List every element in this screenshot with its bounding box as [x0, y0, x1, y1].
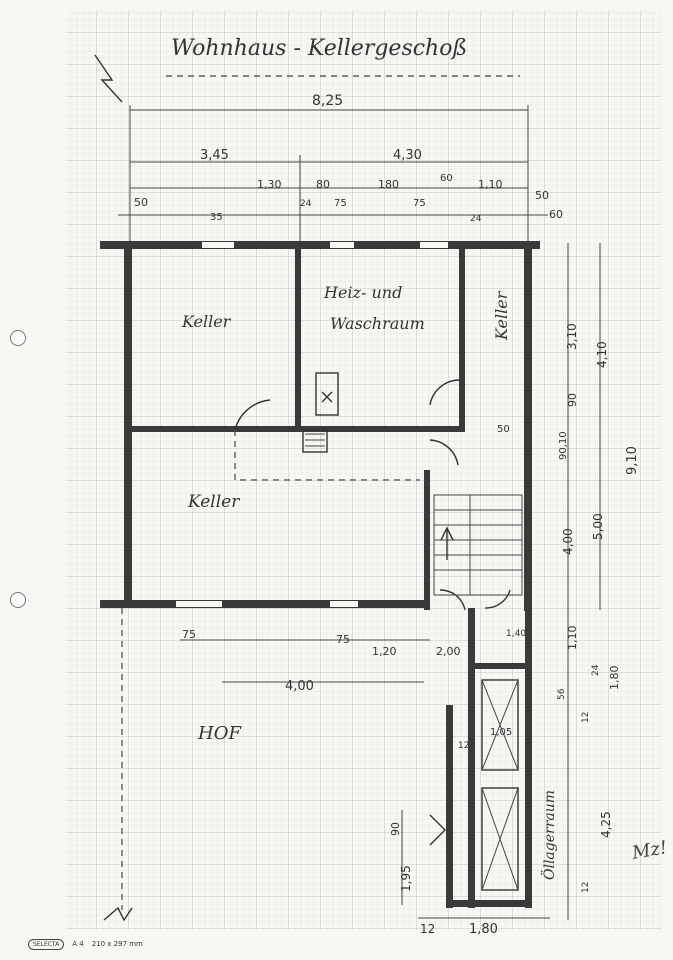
plan-title: Wohnhaus - Kellergeschoß — [171, 36, 467, 61]
dimension-24-a: 24 — [300, 199, 312, 209]
dimension-12-bottom: 12 — [420, 922, 435, 936]
area-hof: HOF — [197, 723, 242, 744]
dimension-410: 4,10 — [595, 341, 609, 368]
dimension-180-v: 1,80 — [608, 666, 621, 691]
window-1 — [202, 242, 234, 248]
dimension-35: 35 — [210, 212, 223, 223]
door-arc-5 — [484, 589, 511, 609]
dimension-75-mid: 75 — [413, 198, 426, 209]
oil-tank-2 — [481, 787, 519, 891]
dimension-75-bm: 75 — [336, 633, 350, 646]
annex-wall-left — [468, 608, 475, 908]
dimension-80: 80 — [316, 178, 330, 191]
annex-wall-outer — [446, 705, 453, 908]
dimension-110-v: 1,10 — [566, 626, 579, 651]
dimension-400-v: 4,00 — [561, 528, 575, 555]
dimension-12-a: 12 — [458, 741, 469, 751]
room-keller-top: Keller — [181, 312, 232, 331]
wall-middle — [128, 426, 465, 432]
dimension-425: 4,25 — [599, 811, 613, 838]
dimension-56: 56 — [557, 688, 567, 700]
room-heiz-line2: Waschraum — [330, 314, 425, 333]
paper-brand: SELECTA — [28, 938, 65, 950]
paper-footer: SELECTA A 4 210 x 297 mm — [28, 934, 143, 954]
dimension-50-right: 50 — [535, 189, 549, 202]
signature-mark-icon — [103, 906, 133, 922]
oil-tank-1 — [481, 679, 519, 771]
wall-top — [100, 241, 540, 249]
punch-hole-upper — [10, 330, 26, 346]
dimension-total: 8,25 — [312, 93, 343, 109]
dimension-24-b: 24 — [470, 214, 482, 224]
chimney-icon — [302, 429, 328, 453]
window-5 — [330, 601, 358, 607]
dimension-90-10: 90,10 — [558, 431, 569, 460]
dimension-110: 1,10 — [478, 178, 503, 191]
wall-right — [524, 241, 532, 611]
window-3 — [420, 242, 448, 248]
dimension-140: 1,40 — [506, 629, 526, 639]
wall-left — [124, 241, 132, 607]
door-arc-4 — [439, 589, 466, 611]
dimension-50-left: 50 — [134, 196, 148, 209]
wall-inner-1 — [295, 244, 301, 430]
annex-wall-right — [525, 608, 532, 908]
wall-inner-2 — [459, 244, 465, 430]
dimension-180-bottom: 1,80 — [469, 922, 498, 937]
dimension-120: 1,20 — [372, 645, 397, 658]
dimension-90-a: 90 — [566, 393, 579, 407]
room-keller-right: Keller — [492, 290, 511, 341]
dimension-200: 2,00 — [436, 645, 461, 658]
stair-arrow-icon — [440, 526, 454, 560]
dimension-130: 1,30 — [257, 178, 282, 191]
dimension-12-v: 12 — [581, 712, 591, 723]
door-arc-3 — [429, 439, 459, 466]
north-arrow-icon — [94, 54, 123, 103]
annex-wall-mid — [468, 663, 532, 669]
punch-hole-lower — [10, 592, 26, 608]
dimension-500: 5,00 — [591, 513, 605, 540]
dimension-75-bl: 75 — [182, 628, 196, 641]
dimension-right: 4,30 — [393, 148, 422, 163]
stairs — [433, 494, 523, 596]
dimension-60-right: 60 — [549, 208, 563, 221]
dimension-195: 1,95 — [399, 865, 413, 892]
room-heiz-line1: Heiz- und — [323, 283, 402, 302]
grid — [66, 10, 661, 930]
dimension-12-right: 12 — [581, 882, 591, 893]
dimension-left: 3,45 — [200, 148, 229, 163]
room-keller-bottom: Keller — [187, 492, 240, 512]
dimension-50-mid: 50 — [497, 424, 510, 435]
dimension-180: 180 — [378, 178, 399, 191]
window-2 — [330, 242, 354, 248]
dimension-105: 1,05 — [490, 727, 512, 738]
wall-bottom — [100, 600, 430, 608]
boiler-icon — [315, 372, 339, 416]
door-arc-2 — [429, 379, 461, 406]
dimension-310: 3,10 — [565, 323, 579, 350]
dimension-90-b: 90 — [389, 822, 402, 836]
paper-size: 210 x 297 mm — [91, 940, 143, 948]
dimension-24-v: 24 — [591, 664, 601, 676]
wall-stair — [424, 470, 430, 610]
dimension-60: 60 — [440, 173, 453, 184]
dimension-75-top: 75 — [334, 198, 347, 209]
door-arc-1 — [234, 399, 271, 431]
dimension-910: 9,10 — [625, 446, 640, 475]
window-4 — [176, 601, 222, 607]
room-oellager: Öllagerraum — [540, 790, 558, 880]
annex-wall-bottom — [446, 900, 532, 907]
dimension-400-h: 4,00 — [285, 679, 314, 694]
paper-format: A 4 — [72, 940, 84, 948]
